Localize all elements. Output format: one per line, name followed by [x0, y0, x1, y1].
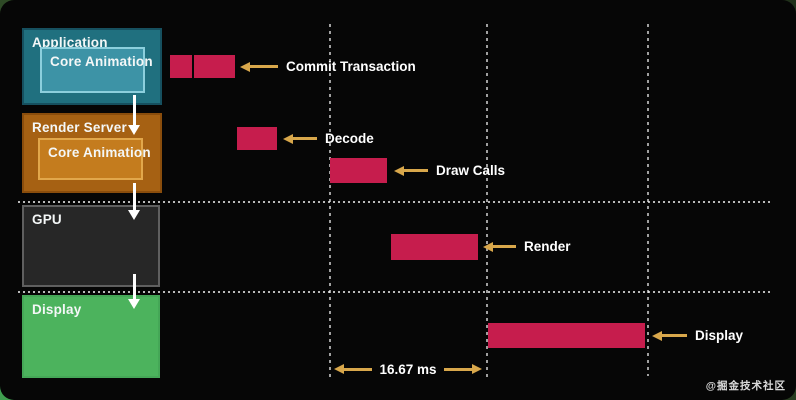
arrow-left-icon	[283, 133, 293, 144]
render-server-box: Render Server Core Animation	[22, 113, 162, 193]
watermark: @掘金技术社区	[705, 380, 786, 392]
arrow-right-icon	[472, 364, 483, 374]
callout-commit-transaction: Commit Transaction	[240, 56, 416, 77]
render-server-core-animation-box: Core Animation	[38, 138, 151, 180]
arrow-shaft	[404, 169, 428, 172]
arrow-shaft	[493, 245, 516, 248]
display-label: Display	[32, 302, 82, 317]
bar-commit-transaction-segment-1	[170, 55, 192, 78]
event-label-render: Render	[524, 239, 571, 254]
event-label-display: Display	[695, 328, 744, 343]
arrow-shaft	[293, 137, 317, 140]
application-box: Application Core Animation	[22, 28, 162, 105]
application-core-animation-box: Core Animation	[40, 47, 153, 93]
frame-duration-label: 16.67 ms	[379, 361, 437, 377]
arrow-shaft	[344, 367, 373, 371]
gridline-horizontal-gpu	[18, 201, 770, 203]
gpu-label: GPU	[32, 212, 62, 227]
callout-render: Render	[483, 236, 571, 257]
gpu-box: GPU	[22, 205, 160, 287]
bar-draw-calls	[330, 158, 387, 183]
event-label-draw-calls: Draw Calls	[436, 163, 506, 178]
arrow-left-icon	[334, 364, 344, 374]
event-label-commit-transaction: Commit Transaction	[286, 59, 416, 74]
callout-decode: Decode	[283, 128, 374, 149]
gridline-vertical-right	[647, 24, 649, 376]
arrow-shaft	[662, 334, 687, 337]
render-server-label: Render Server	[32, 120, 127, 135]
event-label-decode: Decode	[325, 131, 374, 146]
arrow-shaft	[250, 65, 278, 68]
arrow-left-icon	[483, 241, 493, 252]
application-core-animation-label: Core Animation	[50, 54, 153, 69]
bar-decode	[237, 127, 277, 150]
bar-commit-transaction-segment-2	[194, 55, 235, 78]
flow-arrow-application-to-render-server	[128, 95, 141, 135]
flow-arrow-render-server-to-gpu	[128, 183, 141, 220]
bar-display	[488, 323, 645, 348]
frame-duration-span: 16.67 ms	[334, 361, 483, 377]
flow-arrow-gpu-to-display	[128, 274, 141, 309]
callout-draw-calls: Draw Calls	[394, 160, 505, 181]
arrow-left-icon	[652, 330, 662, 341]
arrow-left-icon	[240, 61, 250, 72]
callout-display: Display	[652, 325, 743, 346]
gridline-vertical-frame-end	[486, 24, 488, 378]
arrow-shaft	[443, 367, 473, 371]
render-server-core-animation-label: Core Animation	[48, 145, 151, 160]
gridline-horizontal-display	[18, 291, 770, 293]
bar-render	[391, 234, 478, 260]
arrow-left-icon	[394, 165, 404, 176]
application-label: Application	[32, 35, 108, 50]
gridline-vertical-frame-start	[329, 24, 331, 378]
